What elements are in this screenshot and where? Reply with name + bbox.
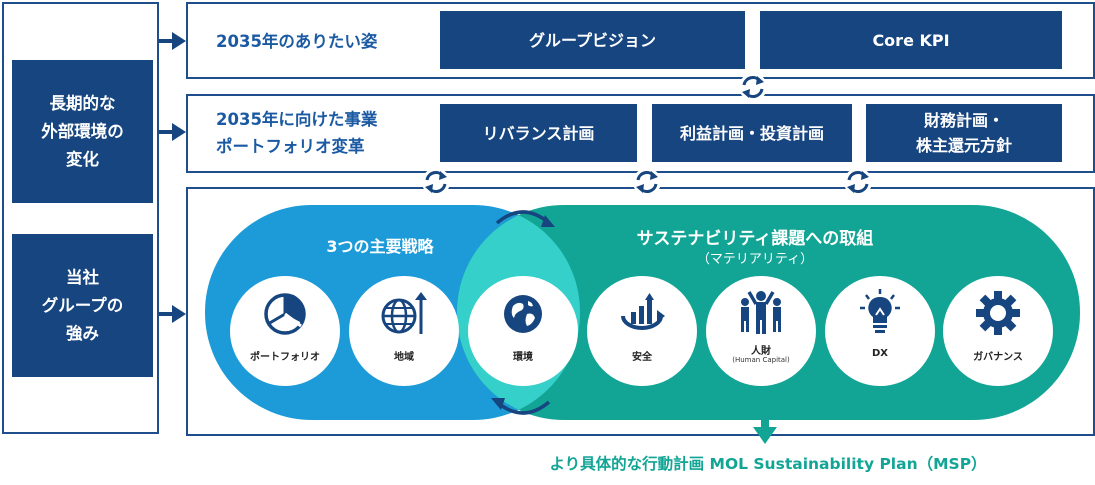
lightbulb-icon (860, 289, 900, 333)
profit-investment-plan-box: 利益計画・投資計画 (652, 104, 852, 162)
region-label: 地域 (394, 352, 414, 363)
human-capital-circle: 人財 (Human Capital) (706, 276, 816, 386)
cycle-icon (739, 73, 767, 101)
region-circle: 地域 (349, 276, 459, 386)
arrow-row2-icon (159, 123, 186, 141)
human-capital-sublabel: (Human Capital) (732, 356, 790, 364)
safety-label: 安全 (632, 352, 652, 363)
governance-circle: ガバナンス (943, 276, 1053, 386)
safety-growth-icon (621, 293, 665, 330)
safety-circle: 安全 (587, 276, 697, 386)
people-icon (741, 291, 781, 334)
financial-plan-box: 財務計画・ 株主還元方針 (866, 104, 1062, 162)
portfolio-row-label: 2035年に向けた事業 ポートフォリオ変革 (216, 110, 378, 156)
strategy-title: 3つの主要戦略 (326, 237, 434, 256)
environment-label: 環境 (513, 352, 533, 363)
rebalance-plan-box: リバランス計画 (440, 104, 637, 162)
earth-icon (504, 295, 542, 333)
arrow-row3-icon (159, 305, 186, 323)
arrow-row1-icon (159, 32, 186, 50)
cycle-icon (633, 168, 661, 196)
down-arrow-icon (753, 412, 777, 444)
cycle-icon (422, 168, 450, 196)
vision-row-label: 2035年のありたい姿 (216, 32, 378, 51)
sustainability-subtitle: （マテリアリティ） (696, 252, 814, 267)
gear-icon (976, 291, 1020, 335)
portfolio-circle: ポートフォリオ (230, 276, 340, 386)
msp-footer-text: より具体的な行動計画 MOL Sustainability Plan（MSP） (549, 455, 987, 473)
external-environment-box: 長期的な 外部環境の 変化 (12, 60, 153, 203)
cycle-icon (844, 168, 872, 196)
dx-label: DX (871, 348, 888, 359)
governance-label: ガバナンス (973, 352, 1023, 363)
portfolio-label: ポートフォリオ (250, 352, 320, 363)
environment-circle: 環境 (468, 276, 578, 386)
sustainability-title: サステナビリティ課題への取組 (636, 229, 874, 249)
core-kpi-box: Core KPI (760, 11, 1062, 69)
group-vision-box: グループビジョン (440, 11, 745, 69)
pie-chart-icon (264, 293, 306, 335)
dx-circle: DX (825, 276, 935, 386)
group-strengths-box: 当社 グループの 強み (12, 234, 153, 377)
human-capital-label: 人財 (751, 346, 771, 357)
globe-growth-icon (381, 292, 427, 334)
